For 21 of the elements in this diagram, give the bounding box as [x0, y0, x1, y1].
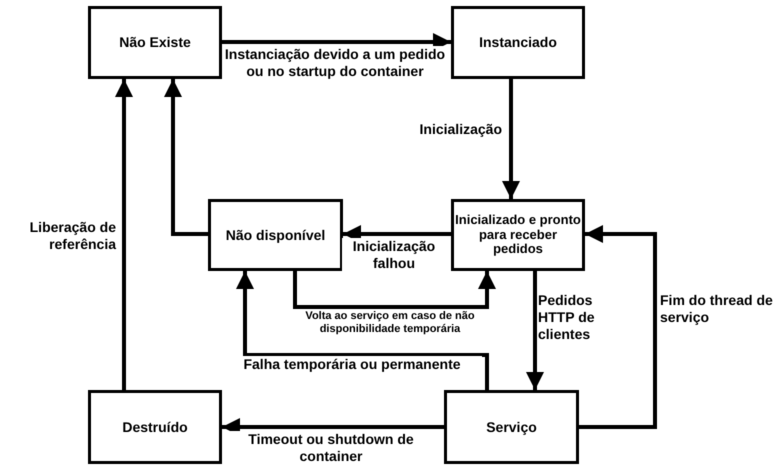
- state-name: Destruído: [122, 418, 188, 436]
- state-name: Não disponível: [226, 226, 326, 244]
- arrow: [115, 79, 133, 390]
- arrow: [293, 271, 496, 309]
- arrow: [579, 225, 657, 429]
- state-box: [451, 6, 585, 79]
- state-box: [88, 390, 222, 464]
- state-box: [208, 199, 343, 271]
- arrow: [502, 79, 520, 199]
- state-box: [451, 199, 585, 271]
- edge-label: Instanciação devido a um pedido ou no startup do container: [224, 46, 446, 80]
- state-box: [444, 390, 579, 464]
- state-name: Instanciado: [479, 34, 557, 51]
- edge-label: Fim do thread de serviço: [660, 292, 774, 326]
- arrow: [526, 271, 544, 390]
- arrow: [164, 79, 208, 236]
- arrow: [236, 271, 489, 390]
- state-name: Não Existe: [119, 34, 191, 51]
- state-name: Inicializado e pronto para receber pedidos: [454, 212, 582, 258]
- state-name: Serviço: [486, 418, 537, 436]
- state-box: [88, 6, 222, 79]
